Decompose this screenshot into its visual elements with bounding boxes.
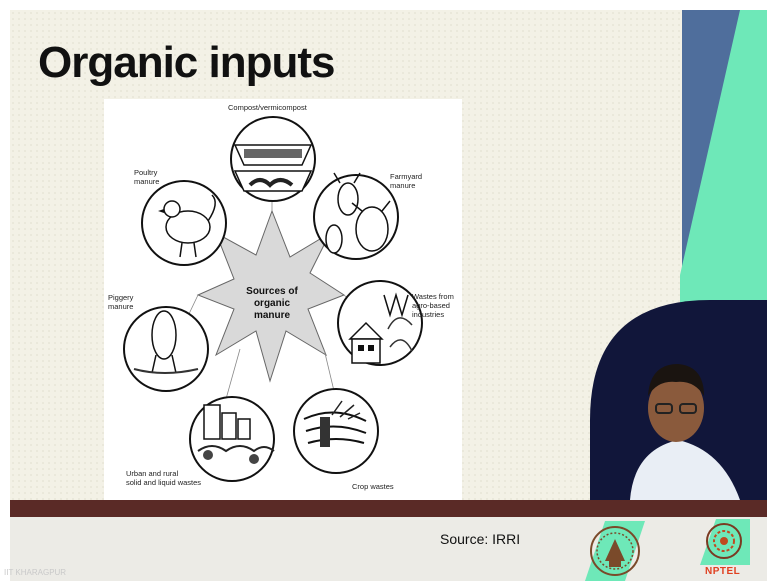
nptel-logo	[700, 519, 750, 565]
pig-icon	[124, 307, 208, 391]
crop-bundle-icon	[294, 389, 378, 473]
label-urban-rural: Urban and rural solid and liquid wastes	[126, 469, 201, 487]
slide-title: Organic inputs	[38, 38, 334, 88]
factory-icon	[338, 281, 422, 365]
label-crop-wastes: Crop wastes	[352, 482, 394, 491]
iit-kharagpur-logo	[585, 521, 645, 581]
hen-icon	[142, 181, 226, 265]
organic-manure-diagram: Sources of organic manure Compost/vermic…	[104, 99, 462, 500]
label-agro-industries: Wastes from agro-based industries	[412, 292, 454, 319]
label-compost: Compost/vermicompost	[228, 103, 307, 112]
center-label: Sources of organic manure	[237, 286, 307, 322]
compost-bin-icon	[231, 117, 315, 201]
nptel-text: NPTEL	[705, 566, 740, 577]
watermark: IIT KHARAGPUR	[4, 568, 66, 577]
label-farmyard: Farmyard manure	[390, 172, 422, 190]
footer-bar	[10, 500, 767, 517]
label-piggery: Piggery manure	[108, 293, 133, 311]
cattle-goat-icon	[314, 173, 398, 259]
label-poultry: Poultry manure	[134, 168, 159, 186]
city-waste-icon	[190, 397, 274, 481]
footer	[10, 517, 767, 581]
presenter-video	[590, 300, 767, 500]
source-credit: Source: IRRI	[440, 531, 520, 547]
